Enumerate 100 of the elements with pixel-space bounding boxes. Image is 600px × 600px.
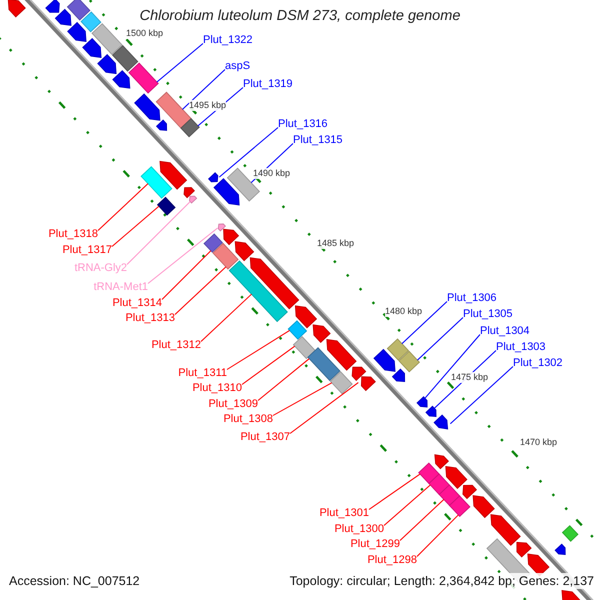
leader-line (218, 127, 278, 178)
leader-line (126, 201, 191, 265)
gene-bar (156, 196, 176, 216)
gene-block (234, 241, 254, 262)
leader-line (290, 382, 359, 434)
genome-summary: Topology: circular; Length: 2,364,842 bp; Genes: 2,137 (288, 573, 596, 589)
gene-label: Plut_1322 (203, 34, 253, 46)
gene-block (516, 542, 532, 558)
gene-block (250, 257, 300, 310)
gene-bar (91, 23, 123, 55)
gene-block (392, 368, 406, 382)
leader-line (162, 250, 212, 300)
gene-bar (448, 495, 470, 517)
gene-label: Plut_1305 (463, 308, 513, 320)
leader-line (258, 358, 310, 401)
position-label: 1500 kbp (126, 28, 164, 39)
gene-block (134, 93, 160, 121)
gene-label: Plut_1298 (367, 554, 417, 566)
gene-label: Plut_1309 (208, 398, 258, 410)
gene-label: Plut_1318 (48, 228, 98, 240)
gene-bar (438, 484, 460, 506)
gene-bar (66, 0, 90, 21)
gene-block (8, 0, 26, 18)
gene-bar (288, 320, 308, 340)
gene-label: Plut_1304 (480, 324, 530, 338)
gene-block (554, 544, 566, 555)
position-label: 1480 kbp (385, 306, 422, 317)
gene-label: Plut_1306 (447, 292, 497, 304)
leader-line (174, 266, 226, 315)
gene-block (97, 54, 117, 74)
gene-block (462, 484, 478, 500)
gene-block (223, 228, 240, 246)
gene-bar (128, 62, 159, 94)
gene-block (160, 160, 188, 190)
leader-line (416, 514, 459, 557)
leader-line (250, 143, 294, 184)
leader-line (416, 317, 464, 361)
gene-bar (418, 462, 440, 484)
gene-label: Plut_1302 (513, 356, 563, 370)
gene-block (184, 187, 195, 198)
gene-label: Plut_1313 (125, 312, 175, 324)
gene-bar (80, 11, 102, 32)
gene-block (326, 338, 357, 371)
gene-label: Plut_1300 (334, 522, 384, 536)
gene-block (490, 514, 521, 546)
gene-label: Plut_1317 (62, 244, 112, 256)
gene-block (312, 324, 331, 343)
leader-line (112, 206, 160, 247)
gene-bar (292, 336, 316, 360)
leader-line (182, 69, 226, 110)
gene-block (82, 38, 102, 58)
position-label: 1470 kbp (520, 437, 558, 448)
leader-line (384, 484, 431, 526)
gene-bar (228, 260, 288, 322)
gene-block (218, 224, 226, 232)
gene-bar (307, 347, 340, 382)
gene-label: aspS (225, 60, 250, 72)
position-label: 1485 kbp (317, 238, 354, 249)
leader-line (200, 294, 252, 342)
gene-label: Plut_1319 (243, 78, 293, 90)
leader-line (226, 330, 290, 370)
gene-block (472, 495, 495, 518)
gene-block (294, 305, 318, 328)
leader-line (148, 227, 218, 284)
gene-label: Plut_1312 (151, 338, 201, 352)
gene-label: Plut_1315 (293, 134, 343, 146)
leader-line (450, 366, 514, 424)
position-label: 1495 kbp (189, 100, 226, 111)
gene-bar (398, 350, 420, 372)
gene-block (425, 406, 436, 418)
gene-block (45, 0, 60, 13)
gene-block (213, 178, 240, 206)
gene-block (156, 120, 168, 131)
gene-label: tRNA-Gly2 (74, 262, 127, 274)
gene-block (54, 8, 72, 26)
position-label: 1475 kbp (451, 372, 488, 383)
gene-label: Plut_1311 (178, 366, 227, 380)
gene-block (208, 172, 218, 182)
gene-bar (140, 166, 172, 199)
leader-line (402, 301, 448, 344)
gene-label: Plut_1303 (496, 340, 546, 354)
gene-block (445, 466, 468, 489)
gene-label: Plut_1301 (319, 506, 369, 520)
gene-block (189, 196, 198, 204)
gene-label: Plut_1308 (223, 412, 273, 426)
gene-block (434, 414, 448, 430)
gene-label: Plut_1310 (192, 382, 242, 394)
leader-line (424, 334, 480, 399)
leader-line (368, 474, 421, 510)
gene-block (67, 22, 86, 42)
gene-bar (386, 338, 410, 361)
gene-bar (212, 242, 239, 270)
gene-block (360, 376, 376, 392)
leader-line (98, 183, 148, 231)
leader-line (197, 87, 244, 126)
gene-label: Plut_1307 (240, 430, 290, 444)
gene-label: Plut_1314 (112, 296, 162, 310)
gene-block (416, 396, 428, 408)
gene-label: tRNA-Met1 (94, 280, 148, 294)
diagram-title: Chlorobium luteolum DSM 273, complete genome (138, 8, 462, 24)
